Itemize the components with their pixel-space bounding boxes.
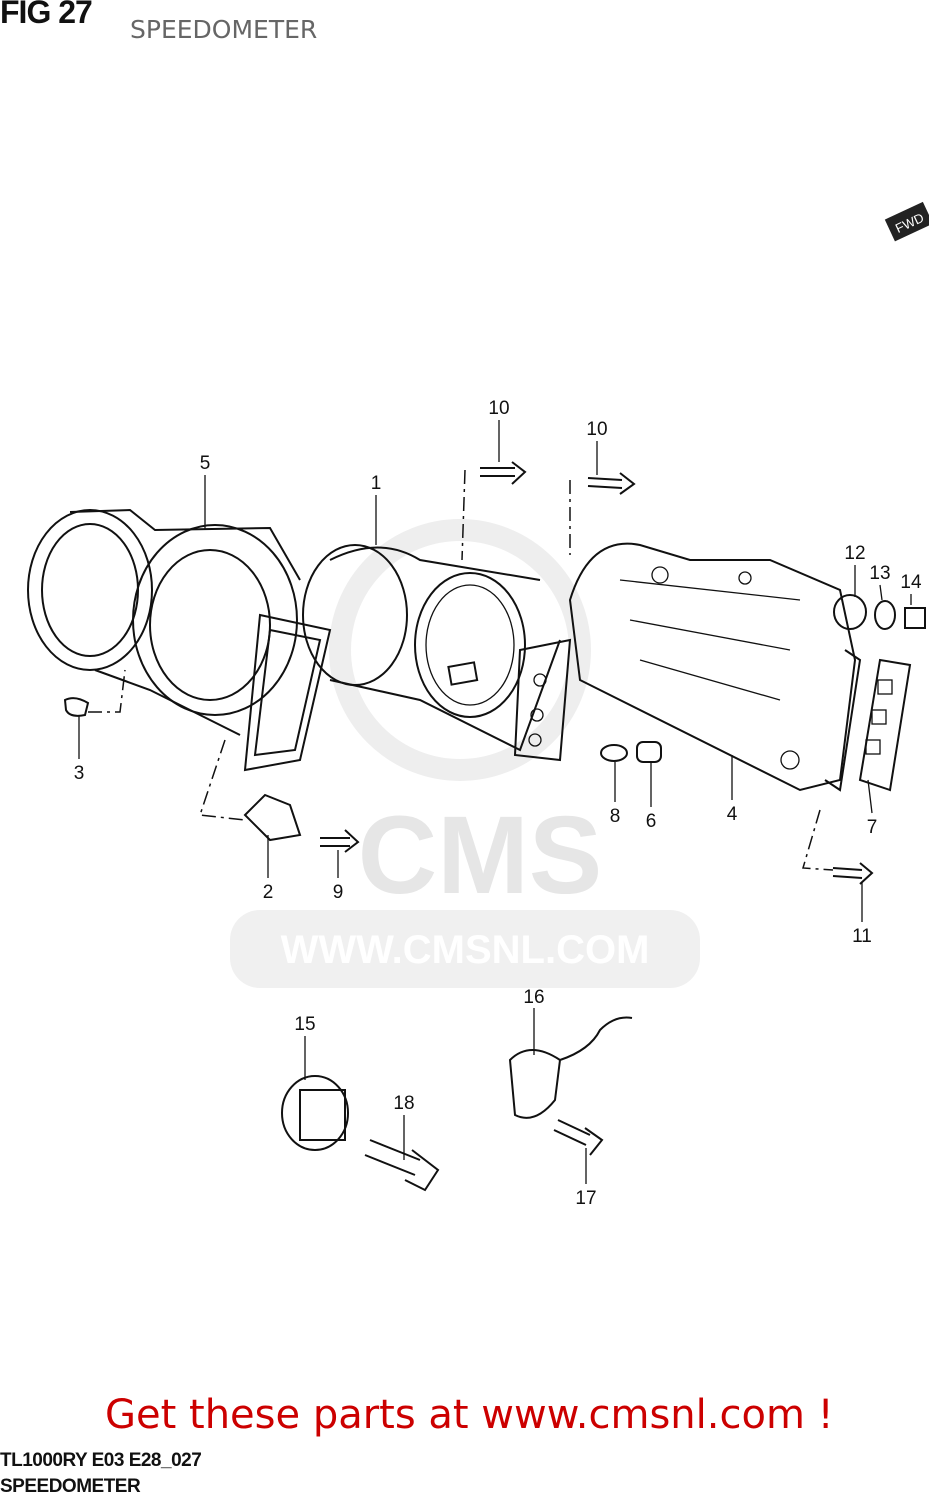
callout-1: 1: [371, 473, 382, 494]
callout-6: 6: [646, 811, 657, 832]
callout-16: 16: [523, 987, 544, 1008]
figure-number: FIG 27: [0, 0, 93, 30]
part-5-meter-cover: [27, 508, 332, 772]
callout-2: 2: [263, 882, 274, 903]
callout-5: 5: [200, 453, 211, 474]
promo-link[interactable]: Get these parts at www.cmsnl.com !: [105, 1392, 834, 1438]
callout-17: 17: [575, 1188, 596, 1209]
callout-14: 14: [900, 572, 922, 593]
callout-4: 4: [727, 804, 738, 825]
callout-labels: 10 10 5 1 12 13 14 3 8 6 4 7 2 9 11 16 1…: [74, 398, 922, 1209]
part-4-meter-case: [568, 542, 862, 792]
callout-9: 9: [333, 882, 344, 903]
footer-model-code: TL1000RY E03 E28_027: [0, 1450, 202, 1471]
leader-lines: [78, 420, 912, 1184]
footer-section-name: SPEEDOMETER: [0, 1476, 141, 1497]
part-7-cushion: [858, 658, 912, 792]
callout-12: 12: [844, 543, 865, 564]
fwd-arrow-badge: FWD: [884, 201, 929, 242]
callout-3: 3: [74, 763, 85, 784]
callout-8: 8: [610, 806, 621, 827]
callout-13: 13: [869, 563, 890, 584]
callout-15: 15: [294, 1014, 315, 1035]
part-1-speedometer-assembly: [302, 544, 572, 762]
watermark-logo: CMS: [358, 794, 602, 917]
callout-7: 7: [867, 817, 878, 838]
callout-10b: 10: [586, 419, 607, 440]
watermark-url: WWW.CMSNL.COM: [281, 928, 650, 972]
watermark: CMS WWW.CMSNL.COM: [230, 519, 700, 988]
small-parts: [63, 461, 926, 1192]
figure-subtitle: SPEEDOMETER: [130, 15, 318, 44]
callout-11: 11: [852, 926, 872, 947]
callout-18: 18: [393, 1093, 414, 1114]
callout-10a: 10: [488, 398, 509, 419]
